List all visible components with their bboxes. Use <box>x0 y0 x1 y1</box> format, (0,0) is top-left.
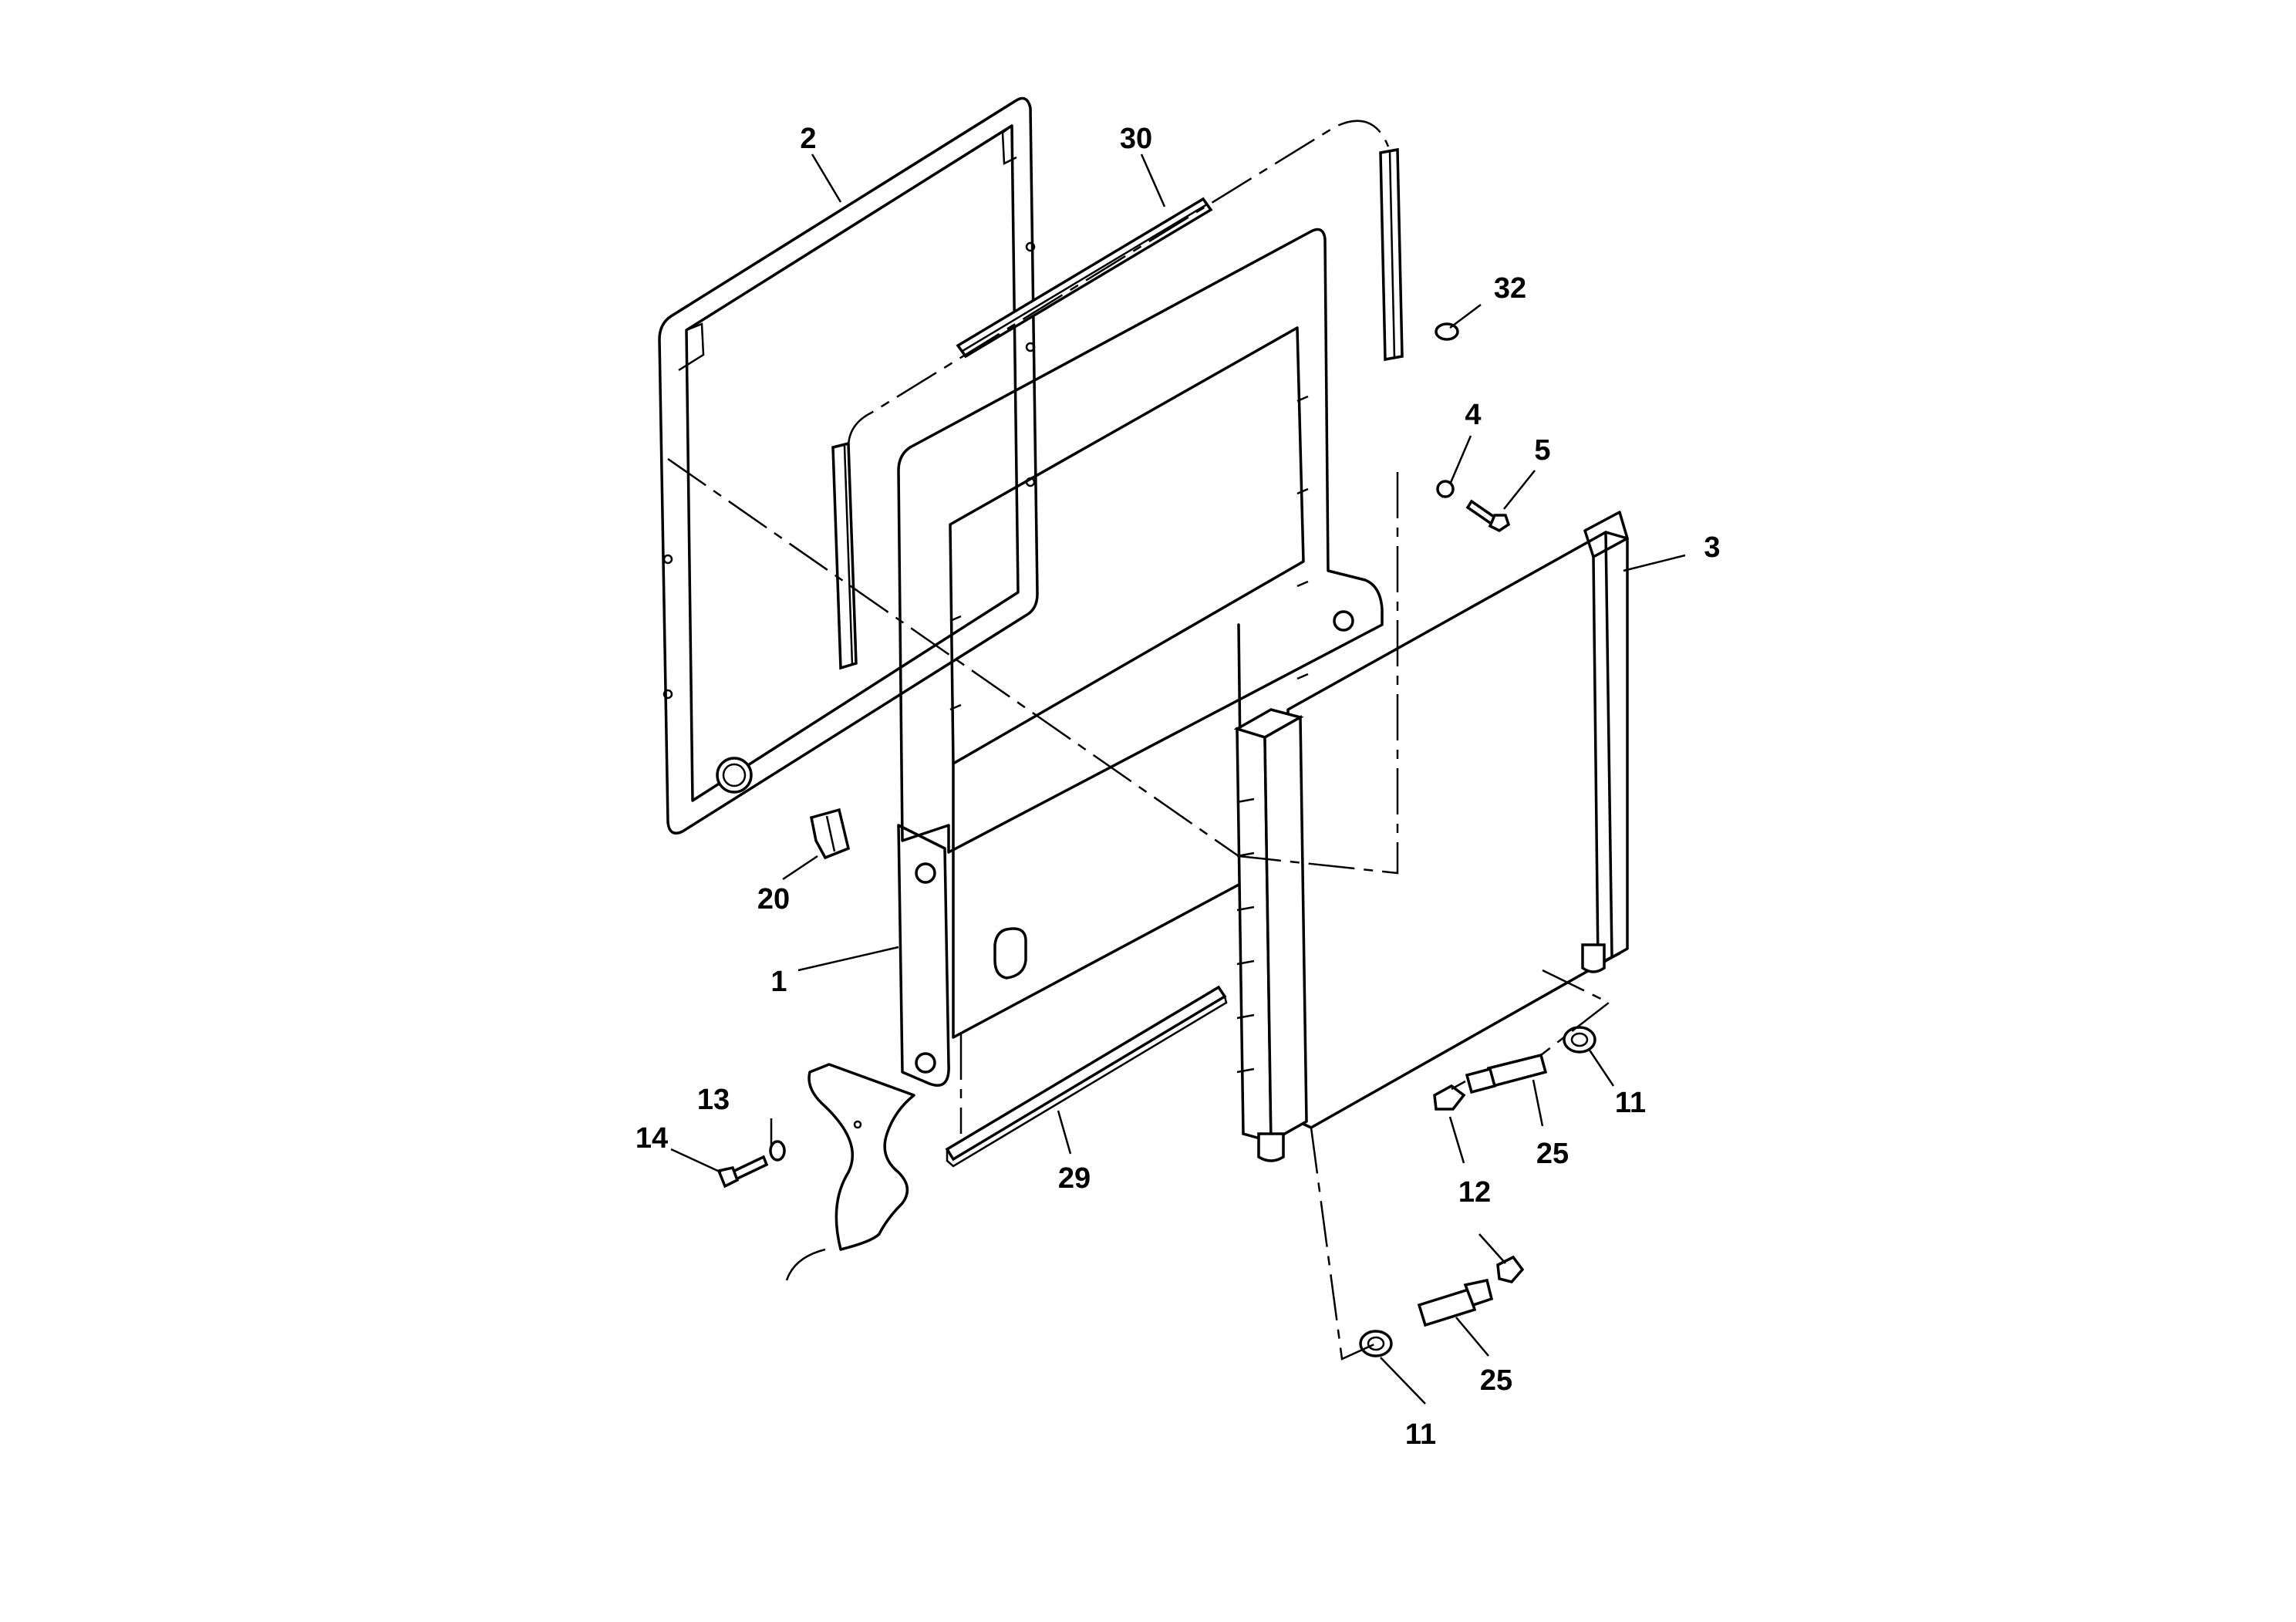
callout-29: 29 <box>1058 1162 1091 1195</box>
seal-strip-part-30 <box>831 147 1404 670</box>
callout-30: 30 <box>1120 123 1152 155</box>
hose-part-25-lower <box>1417 1278 1494 1327</box>
callout-20: 20 <box>757 883 790 916</box>
callout-12: 12 <box>1458 1176 1491 1209</box>
callout-4: 4 <box>1465 399 1481 431</box>
radiator-part-3 <box>1233 511 1629 1162</box>
washer-part-4 <box>1436 480 1455 498</box>
callout-labels: 1 2 3 4 5 11 11 12 13 14 20 25 25 29 30 … <box>636 123 1721 1451</box>
clamp-part-11-upper <box>1563 1026 1596 1054</box>
assembly-phantom-lines <box>667 120 1611 1361</box>
rear-cover-frame-part-2 <box>658 96 1039 835</box>
leader-lines <box>670 153 1686 1404</box>
callout-25-upper: 25 <box>1536 1138 1569 1170</box>
fitting-part-12-upper <box>1433 1080 1466 1111</box>
clip-part-20 <box>809 808 851 860</box>
callout-25-lower: 25 <box>1480 1364 1512 1397</box>
callout-2: 2 <box>800 123 816 155</box>
callout-13: 13 <box>697 1084 730 1116</box>
callout-5: 5 <box>1534 434 1550 467</box>
plug-part-32 <box>1435 322 1459 341</box>
bolt-part-14 <box>716 1155 769 1189</box>
bolt-part-5 <box>1465 499 1511 533</box>
cutaway-panel <box>785 1063 915 1281</box>
fitting-part-12-lower <box>1496 1255 1525 1283</box>
callout-32: 32 <box>1494 272 1526 305</box>
callout-11-lower: 11 <box>1405 1418 1436 1451</box>
clamp-part-11-lower <box>1359 1330 1393 1357</box>
callout-14: 14 <box>636 1122 668 1155</box>
bottom-seal-strip-part-29 <box>945 985 1228 1168</box>
callout-11-upper: 11 <box>1615 1087 1646 1119</box>
washer-part-13 <box>769 1140 786 1162</box>
callout-1: 1 <box>770 966 787 998</box>
support-frame-part-1 <box>897 228 1384 1087</box>
hose-part-25-upper <box>1465 1053 1548 1094</box>
callout-3: 3 <box>1704 531 1720 564</box>
